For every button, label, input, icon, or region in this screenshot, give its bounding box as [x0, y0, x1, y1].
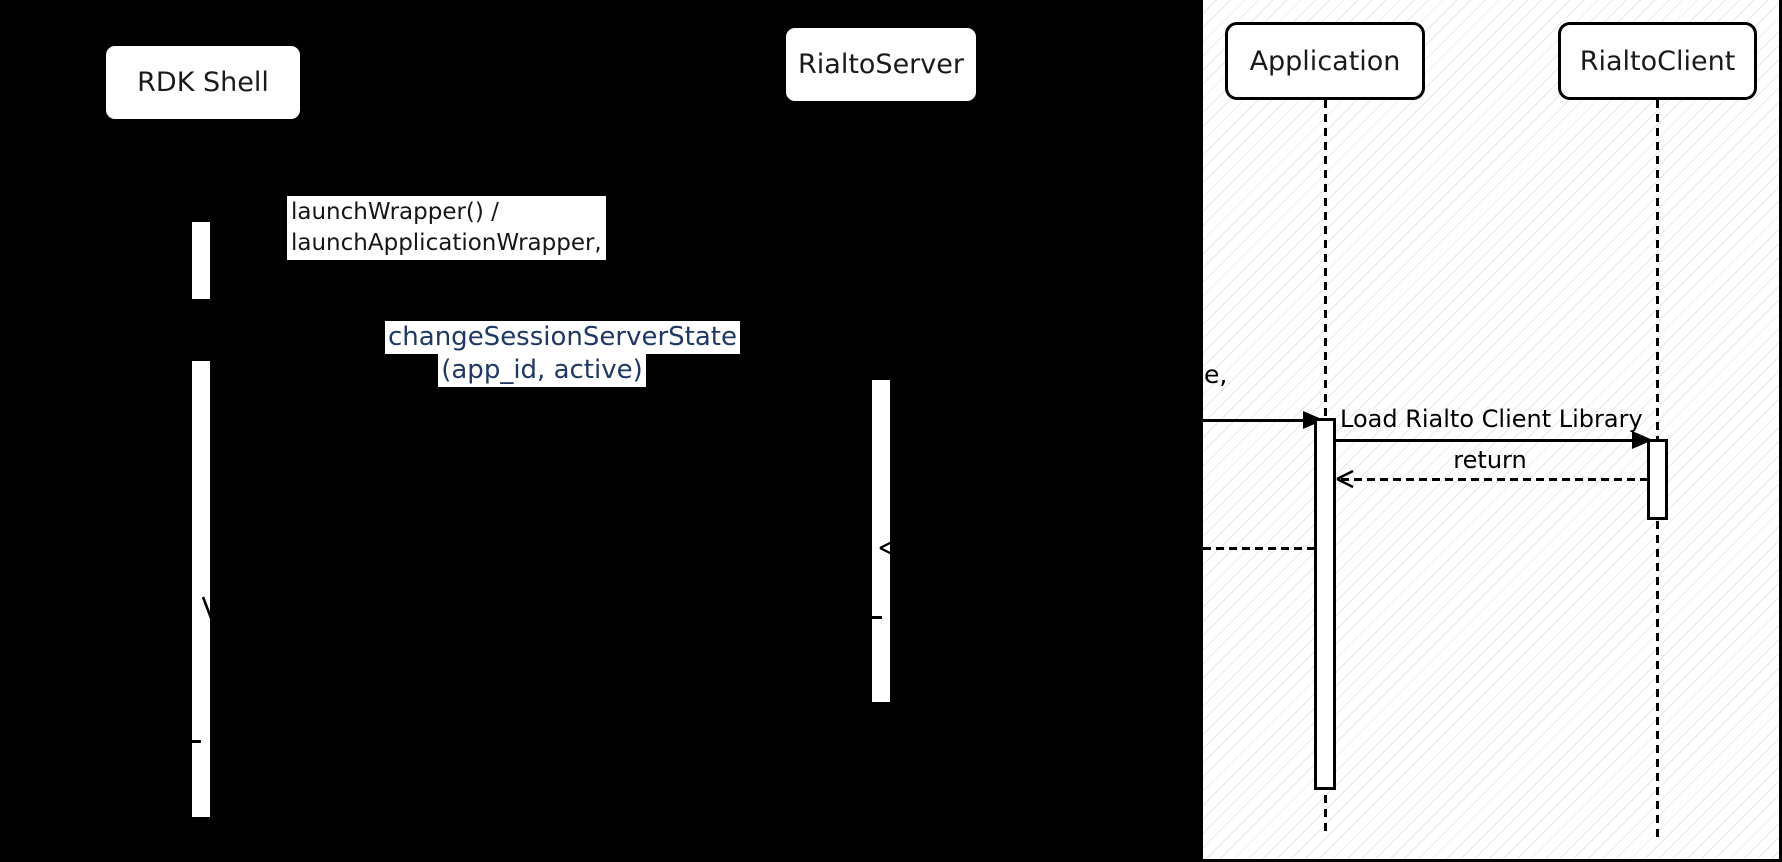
- dashed-line-fragment: [192, 740, 201, 743]
- change-session-state-label: changeSessionServerState (app_id, active…: [385, 321, 740, 387]
- participant-rialtoclient-label: RialtoClient: [1579, 45, 1736, 77]
- launch-wrapper-line1: launchWrapper() /: [291, 199, 499, 225]
- rialtoclient-activation-bar: [1647, 439, 1668, 520]
- launch-wrapper-label: launchWrapper() / launchApplicationWrapp…: [287, 196, 606, 260]
- participant-application-label: Application: [1249, 45, 1401, 77]
- open-arrowhead-icon: [1336, 469, 1354, 489]
- load-library-line: [1336, 439, 1634, 442]
- rialtoclient-lifeline-lower: [1656, 521, 1659, 837]
- participant-rialtoclient: RialtoClient: [1558, 22, 1757, 100]
- application-lifeline-lower: [1324, 795, 1327, 831]
- participant-rialtoserver-label: RialtoServer: [798, 49, 964, 80]
- participant-rdk-shell: RDK Shell: [103, 43, 303, 122]
- launch-wrapper-line2: launchApplicationWrapper,: [291, 230, 602, 256]
- rialtoclient-lifeline-upper: [1656, 100, 1659, 439]
- incoming-message-line: [1203, 419, 1306, 422]
- return-label: return: [1453, 446, 1527, 474]
- crossing-line-fragment: [201, 596, 210, 619]
- application-activation-bar: [1314, 418, 1336, 790]
- return-dashed-line: [1341, 478, 1647, 481]
- rialtoserver-activation-bar: [872, 380, 890, 702]
- application-lifeline-upper: [1324, 100, 1327, 418]
- change-session-state-line2: (app_id, active): [438, 354, 646, 387]
- transparency-panel: [1203, 0, 1779, 859]
- return-to-server-dashed-line: [1203, 547, 1315, 550]
- participant-application: Application: [1225, 22, 1425, 100]
- participant-rialtoserver: RialtoServer: [783, 25, 979, 104]
- open-arrowhead-icon: [879, 541, 890, 555]
- rdk-shell-activation-bar-1: [192, 222, 210, 299]
- load-library-label: Load Rialto Client Library: [1340, 405, 1643, 433]
- clipped-message-label: e,: [1204, 360, 1228, 389]
- rdk-shell-activation-bar-2: [192, 361, 210, 817]
- dashed-line-fragment: [872, 616, 882, 619]
- change-session-state-line1: changeSessionServerState: [385, 321, 740, 354]
- participant-rdk-shell-label: RDK Shell: [137, 67, 269, 98]
